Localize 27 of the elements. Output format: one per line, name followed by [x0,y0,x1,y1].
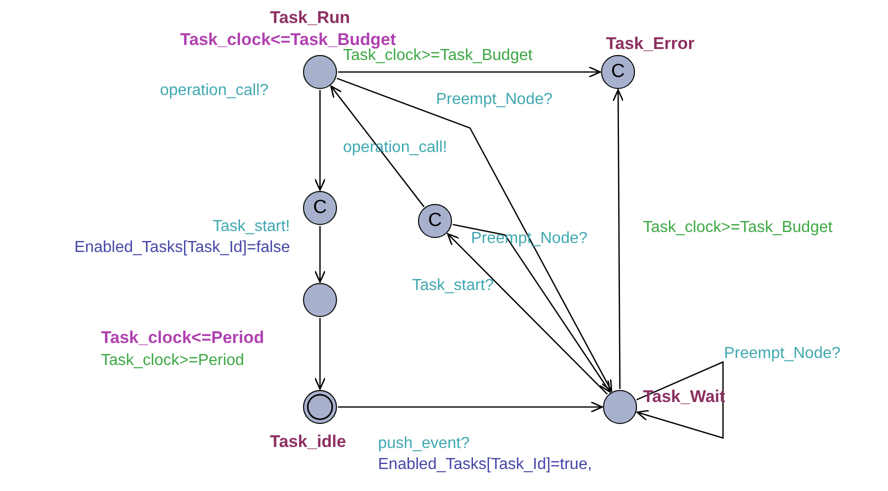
committed-location-circle [418,204,452,238]
location-name: Task_idle [270,432,346,452]
location-name: Task_Error [606,34,695,54]
edge-label: Task_clock>=Task_Budget [643,218,832,238]
edge-label: push_event? Enabled_Tasks[Task_Id]=true, [378,434,592,475]
transition-arrow [338,401,603,413]
invariant-label: Task_clock<=Task_Budget [180,30,396,49]
edge-label: Task_start? [412,276,494,296]
location-name: Task_Run [270,8,350,28]
edge-label: Preempt_Node? [436,90,553,110]
committed-mark: C [611,62,625,82]
edge-label: Preempt_Node? [724,344,841,364]
committed-location-circle [303,191,337,225]
edge-label: Task_clock>=Period [101,351,244,371]
invariant-label: Task_clock<=Period [101,328,264,348]
edge-label: Task_clock>=Task_Budget [343,47,532,66]
committed-mark: C [313,198,327,218]
transition-arrow [330,86,425,208]
transition-arrow [612,89,624,389]
edge-label: Task_start! Enabled_Tasks[Task_Id]=false [74,217,290,258]
transition-arrow [338,66,601,78]
committed-mark: C [428,211,442,230]
transition-arrow [314,318,326,390]
transition-arrow [314,226,326,283]
edge-label: operation_call? [160,81,269,101]
transition-arrow [314,90,326,191]
transition-arrow [336,78,612,392]
